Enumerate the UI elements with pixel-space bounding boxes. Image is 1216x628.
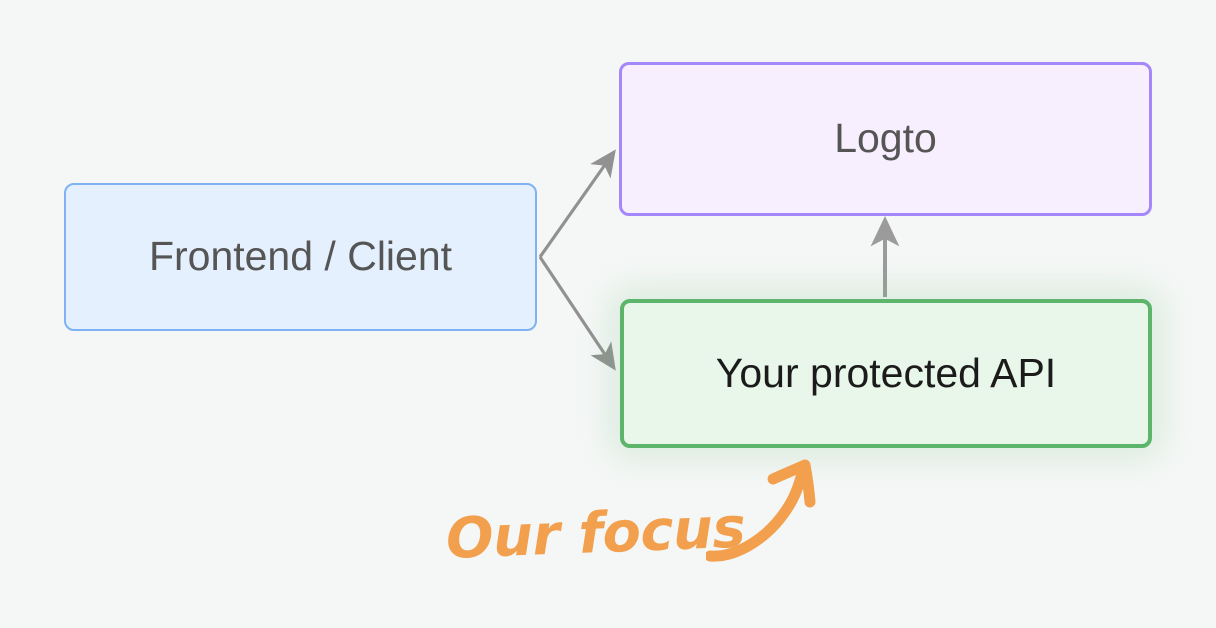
edge-frontend-to-logto bbox=[538, 149, 616, 258]
node-logto[interactable]: Logto bbox=[619, 62, 1152, 216]
node-logto-label: Logto bbox=[834, 115, 937, 162]
node-frontend-client[interactable]: Frontend / Client bbox=[64, 183, 537, 331]
annotation-our-focus-label: Our focus bbox=[444, 495, 747, 572]
node-protected-api[interactable]: Your protected API bbox=[620, 299, 1152, 448]
annotation-arrow-icon bbox=[706, 459, 816, 562]
node-frontend-client-label: Frontend / Client bbox=[148, 233, 453, 280]
node-protected-api-label: Your protected API bbox=[715, 349, 1057, 396]
edge-frontend-to-api bbox=[538, 256, 616, 371]
annotation-our-focus-text: Our focus bbox=[444, 485, 747, 582]
